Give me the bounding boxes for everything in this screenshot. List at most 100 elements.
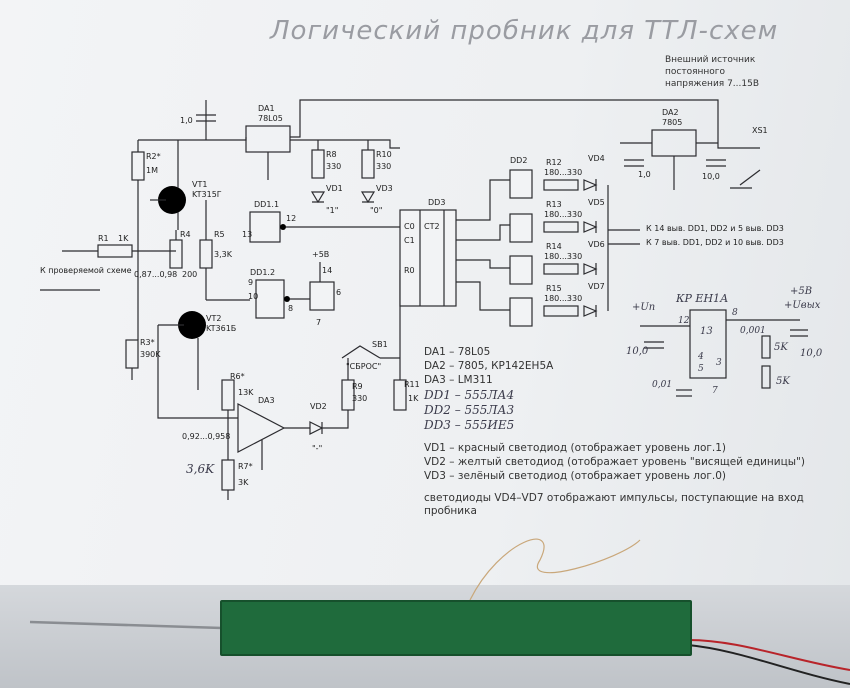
hand-pin8: 8 xyxy=(732,308,738,318)
vd5-label: VD5 xyxy=(588,198,605,207)
r2-value: 1M xyxy=(146,166,158,175)
r15-label: R15 xyxy=(546,284,562,293)
legend-dd2: DD2 – 555ЛА3 xyxy=(424,403,515,417)
dd11-pin12: 12 xyxy=(286,214,297,223)
wire-red xyxy=(687,639,850,671)
threshold-voltage: 0,92...0,958 xyxy=(182,432,231,441)
vd3-label: VD3 xyxy=(376,184,393,193)
vd7-diode xyxy=(583,305,598,317)
vd4-label: VD4 xyxy=(588,154,605,163)
dd11-inv xyxy=(280,224,286,230)
pin10-label: 10 xyxy=(248,292,259,301)
hand-r1-body xyxy=(761,335,771,359)
hand-ic-label: КР ЕН1А xyxy=(676,292,729,305)
note-line: Внешний источник xyxy=(665,55,756,65)
da1-label: DA1 xyxy=(258,104,275,113)
dd21-gate xyxy=(309,281,335,311)
vd1-mark: "1" xyxy=(326,206,339,215)
vt2-type: KT361Б xyxy=(206,324,237,333)
c1-label: C1 xyxy=(404,236,415,245)
vt1-circle xyxy=(158,186,186,214)
r4-label: R4 xyxy=(180,230,191,239)
hand-un: +Uп xyxy=(632,302,656,313)
vd2-label: VD2 xyxy=(310,402,327,411)
vd4-diode xyxy=(583,179,598,191)
pin6-label: 6 xyxy=(336,288,342,297)
r14-value: 180...330 xyxy=(544,252,583,261)
r8-value: 330 xyxy=(326,162,342,171)
dd3-body xyxy=(399,209,457,307)
hand-pin5: 5 xyxy=(698,364,704,374)
vd6-diode xyxy=(583,263,598,275)
pin14-label: 14 xyxy=(322,266,333,275)
r5-label: R5 xyxy=(214,230,225,239)
k7-label: К 7 выв. DD1, DD2 и 10 выв. DD3 xyxy=(646,238,784,247)
hand-plus5: +5В xyxy=(790,286,813,297)
dd12-label: DD1.2 xyxy=(250,268,276,277)
r2-label: R2* xyxy=(146,152,161,161)
sb1-switch xyxy=(341,345,381,359)
vd3-diode xyxy=(360,191,376,204)
dd3-label: DD3 xyxy=(428,198,446,207)
r5-value: 3,3K xyxy=(214,250,232,259)
r14-label: R14 xyxy=(546,242,562,251)
dd11-label: DD1.1 xyxy=(254,200,280,209)
vd2-mark: "-" xyxy=(312,444,323,453)
xs1-gnd xyxy=(739,169,761,186)
da3-triangle xyxy=(237,403,286,453)
r12-body xyxy=(543,179,579,191)
r11-value: 1K xyxy=(408,394,419,403)
r13-value: 180...330 xyxy=(544,210,583,219)
hand-pin12: 12 xyxy=(678,316,690,326)
hand-ic-body xyxy=(689,309,727,379)
pin8-label: 8 xyxy=(288,304,294,313)
r7-label: R7* xyxy=(238,462,253,471)
wire-feedback xyxy=(157,325,238,419)
c0-label: C0 xyxy=(404,222,415,231)
vd6-label: VD6 xyxy=(588,240,605,249)
legend-vd1: VD1 – красный светодиод (отображает уров… xyxy=(424,442,727,454)
plus5-label: +5В xyxy=(312,250,330,259)
hand-c4: 10,0 xyxy=(800,348,823,359)
hand-r7-36k: 3,6K xyxy=(186,462,215,476)
r3-value: 390K xyxy=(140,350,161,359)
hand-r2: 5K xyxy=(776,376,790,387)
r13-label: R13 xyxy=(546,200,562,209)
hand-c2: 0,001 xyxy=(740,326,766,336)
note-line: постоянного xyxy=(665,67,726,77)
da2-label: DA2 xyxy=(662,108,679,117)
legend-vd47-cont: пробника xyxy=(424,505,477,517)
r15-value: 180...330 xyxy=(544,294,583,303)
r6-value: 13K xyxy=(238,388,254,397)
vd5-diode xyxy=(583,221,598,233)
dd2-gate-1 xyxy=(509,169,533,199)
r6-label: R6* xyxy=(230,372,245,381)
dd2-gate-3 xyxy=(509,255,533,285)
r4-value: 200 xyxy=(182,270,198,279)
r10-value: 330 xyxy=(376,162,392,171)
pin9-label: 9 xyxy=(248,278,254,287)
r3-label: R3* xyxy=(140,338,155,347)
pin7-label: 7 xyxy=(316,318,322,327)
r1-label: R1 xyxy=(98,234,109,243)
r7-value: 3K xyxy=(238,478,249,487)
k14-label: К 14 выв. DD1, DD2 и 5 выв. DD3 xyxy=(646,224,784,233)
r0-label: R0 xyxy=(404,266,415,275)
probe-needle xyxy=(29,620,223,630)
r8-label: R8 xyxy=(326,150,337,159)
r9-label: R9 xyxy=(352,382,363,391)
r11-label: R11 xyxy=(404,380,420,389)
wire-black xyxy=(687,644,850,685)
r13-body xyxy=(543,221,579,233)
r11-body xyxy=(393,379,407,411)
hand-pin3: 3 xyxy=(716,358,722,368)
c-da2-out-label: 10,0 xyxy=(702,172,720,181)
dd2-label: DD2 xyxy=(510,156,528,165)
legend-dd1: DD1 – 555ЛА4 xyxy=(424,388,515,402)
wire-vd2 xyxy=(322,410,349,429)
vt1-type: KT315Г xyxy=(192,190,222,199)
hand-uout: +Uвых xyxy=(784,300,821,311)
r12-value: 180...330 xyxy=(544,168,583,177)
ct2-label: CT2 xyxy=(424,222,440,231)
